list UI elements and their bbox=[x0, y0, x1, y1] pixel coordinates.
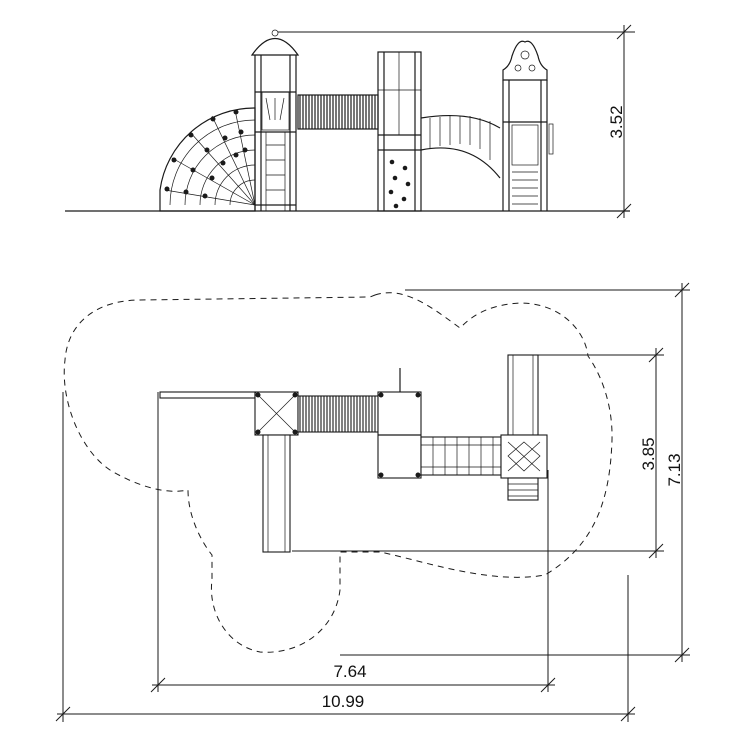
plan-view: 7.64 10.99 3.85 7.13 bbox=[55, 282, 690, 722]
middle-tower bbox=[377, 51, 422, 212]
height-dimension: 3.52 bbox=[278, 24, 635, 219]
left-deck bbox=[254, 391, 299, 436]
outer-width-dimension: 10.99 bbox=[55, 392, 636, 722]
outer-depth-dimension: 7.13 bbox=[340, 282, 690, 663]
inner-depth-dimension: 3.85 bbox=[292, 347, 664, 559]
inner-width-dimension: 7.64 bbox=[150, 392, 556, 693]
left-tower bbox=[250, 29, 300, 211]
north-slide bbox=[507, 354, 539, 436]
arched-bridge bbox=[420, 114, 501, 179]
right-deck bbox=[500, 434, 548, 479]
crawl-tube bbox=[297, 94, 379, 130]
outer-width-label: 10.99 bbox=[322, 692, 365, 711]
safety-zone-outline bbox=[63, 292, 613, 653]
left-slide bbox=[159, 391, 256, 399]
inner-width-label: 7.64 bbox=[333, 662, 366, 681]
inner-depth-label: 3.85 bbox=[639, 437, 658, 470]
height-label: 3.52 bbox=[607, 105, 626, 138]
outer-depth-label: 7.13 bbox=[665, 453, 684, 486]
curved-climbing-net bbox=[159, 107, 256, 212]
right-ladder bbox=[507, 477, 539, 501]
elevation-view: 3.52 bbox=[65, 24, 635, 219]
plan-crawl-tube bbox=[297, 395, 379, 433]
plan-bridge bbox=[420, 436, 502, 476]
right-tower bbox=[502, 40, 554, 211]
middle-deck bbox=[377, 368, 422, 479]
south-slide bbox=[262, 434, 291, 553]
